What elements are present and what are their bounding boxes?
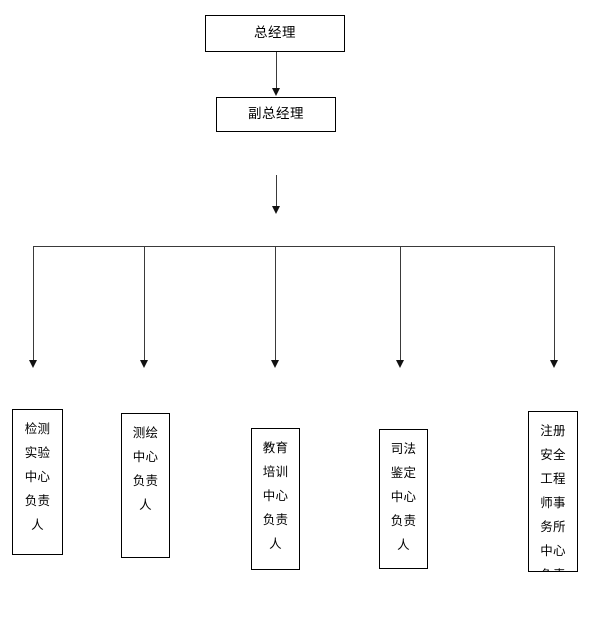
connector-branch-3-line [275, 246, 276, 362]
connector-gm-to-deputy-line [276, 52, 277, 90]
connector-branch-5-arrowhead [550, 360, 558, 368]
connector-branch-3-arrowhead [271, 360, 279, 368]
connector-branch-4-line [400, 246, 401, 362]
node-registered-safety-engineer-office[interactable]: 注册安全工程师事务所中心负责人 [528, 411, 578, 572]
node-label: 司法鉴定中心负责人 [390, 441, 417, 552]
connector-gm-to-deputy-arrowhead [272, 88, 280, 96]
connector-branch-1-arrowhead [29, 360, 37, 368]
node-label: 总经理 [254, 25, 296, 42]
node-judicial-appraisal-center[interactable]: 司法鉴定中心负责人 [379, 429, 428, 569]
connector-branch-5-line [554, 246, 555, 362]
node-general-manager[interactable]: 总经理 [205, 15, 345, 52]
node-label: 检测实验中心负责人 [24, 421, 51, 532]
node-deputy-general-manager[interactable]: 副总经理 [216, 97, 336, 132]
node-surveying-mapping-center[interactable]: 测绘中心负责人 [121, 413, 170, 558]
node-label: 测绘中心负责人 [132, 425, 159, 512]
connector-branch-1-line [33, 246, 34, 362]
node-label: 教育培训中心负责人 [262, 440, 289, 551]
node-testing-lab-center[interactable]: 检测实验中心负责人 [12, 409, 63, 555]
node-label: 注册安全工程师事务所中心负责人 [540, 423, 566, 571]
connector-horizontal-bus [33, 246, 555, 247]
node-education-training-center[interactable]: 教育培训中心负责人 [251, 428, 300, 570]
connector-deputy-to-bus-line [276, 175, 277, 208]
connector-branch-4-arrowhead [396, 360, 404, 368]
node-label: 副总经理 [248, 106, 304, 123]
connector-branch-2-line [144, 246, 145, 362]
connector-branch-2-arrowhead [140, 360, 148, 368]
connector-deputy-to-bus-arrowhead [272, 206, 280, 214]
